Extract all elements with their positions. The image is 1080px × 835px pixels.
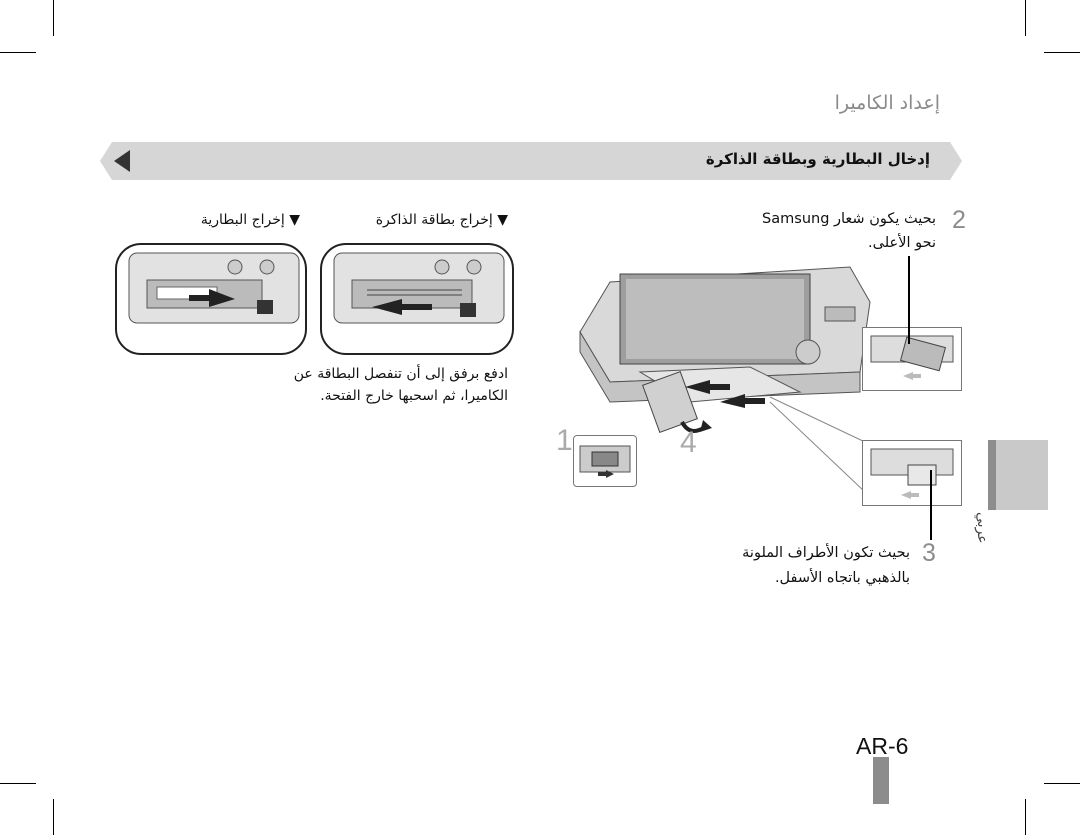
banner-arrow-icon	[114, 150, 130, 172]
banner-title: إدخال البطارية وبطاقة الذاكرة	[705, 150, 930, 168]
remove-battery-label: ▼ إخراج البطارية	[200, 212, 300, 228]
removal-instruction-line1: ادفع برفق إلى أن تنفصل البطاقة عن	[293, 366, 508, 382]
crop-mark-tl-v	[53, 0, 54, 36]
language-tab	[988, 440, 1048, 510]
page-number-bar	[873, 757, 889, 804]
callout-number-4: 4	[680, 426, 697, 459]
crop-mark-tr-h	[1044, 52, 1080, 53]
crop-mark-br-h	[1044, 783, 1080, 784]
step-2-line2: نحو الأعلى.	[868, 235, 936, 251]
step-3-callout-line	[930, 470, 932, 540]
battery-removal-illustration	[115, 243, 307, 355]
callout-number-1: 1	[556, 424, 573, 457]
language-tab-label: عربي	[974, 512, 990, 544]
crop-mark-bl-h	[0, 783, 36, 784]
battery-removal-drawing	[128, 252, 300, 324]
battery-orientation-drawing	[870, 335, 954, 380]
section-title: إعداد الكاميرا	[834, 92, 940, 114]
card-orientation-inset	[862, 440, 962, 506]
language-tab-bar	[988, 440, 996, 510]
step-3-line1: بحيث تكون الأطراف الملونة	[742, 545, 910, 561]
card-removal-drawing	[333, 252, 505, 324]
crop-mark-tr-v	[1025, 0, 1026, 36]
camera-illustration	[579, 266, 871, 493]
battery-latch-inset	[573, 435, 637, 487]
step-2-line1: بحيث يكون شعار Samsung	[762, 211, 936, 227]
crop-mark-tl-h	[0, 52, 36, 53]
crop-mark-bl-v	[53, 799, 54, 835]
section-banner	[100, 142, 962, 180]
step-2-number: 2	[952, 206, 966, 234]
crop-mark-br-v	[1025, 799, 1026, 835]
remove-card-label: ▼ إخراج بطاقة الذاكرة	[375, 212, 508, 228]
step-3-line2: بالذهبي باتجاه الأسفل.	[774, 570, 910, 586]
step-2-callout-line	[908, 256, 910, 344]
card-orientation-drawing	[870, 448, 954, 499]
latch-drawing	[579, 445, 631, 478]
removal-instruction-line2: الكاميرا، ثم اسحبها خارج الفتحة.	[320, 388, 508, 404]
card-removal-illustration	[320, 243, 514, 355]
battery-orientation-inset	[862, 327, 962, 391]
page-number: AR-6	[856, 733, 909, 759]
step-3-number: 3	[922, 539, 936, 567]
